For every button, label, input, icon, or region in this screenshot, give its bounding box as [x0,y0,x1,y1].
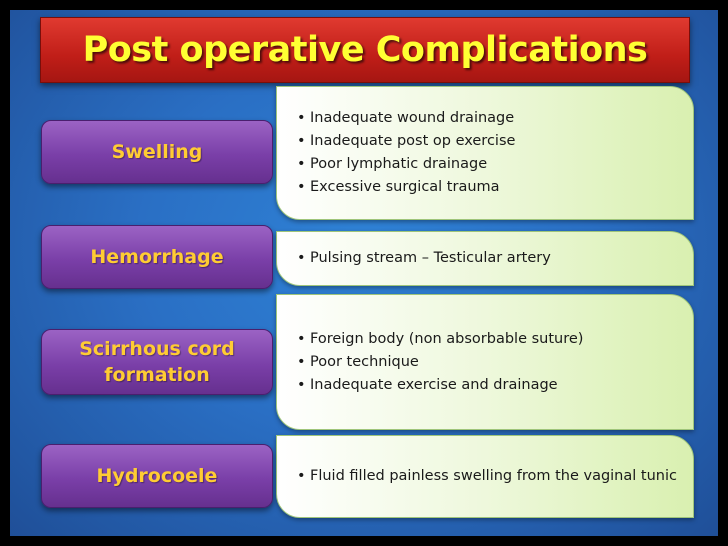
list-item: Pulsing stream – Testicular artery [297,247,551,270]
list-item: Poor technique [297,351,583,374]
bullet-list: Foreign body (non absorbable suture) Poo… [277,328,597,397]
slide-title: Post operative Complications [82,30,648,70]
row-hydrocoele-details: Fluid filled painless swelling from the … [276,435,694,518]
row-swelling-details: Inadequate wound drainage Inadequate pos… [276,86,694,220]
title-banner: Post operative Complications [40,17,690,83]
list-item: Excessive surgical trauma [297,176,515,199]
row-scirrhous-details: Foreign body (non absorbable suture) Poo… [276,294,694,430]
list-item: Fluid filled painless swelling from the … [297,465,677,488]
list-item: Inadequate exercise and drainage [297,374,583,397]
list-item: Inadequate post op exercise [297,130,515,153]
row-hydrocoele-label: Hydrocoele [41,444,273,508]
list-item: Foreign body (non absorbable suture) [297,328,583,351]
row-hemorrhage-label: Hemorrhage [41,225,273,289]
bullet-list: Fluid filled painless swelling from the … [277,465,691,488]
row-scirrhous-label: Scirrhous cord formation [41,329,273,395]
row-label: Hemorrhage [90,246,224,268]
bullet-list: Inadequate wound drainage Inadequate pos… [277,107,529,199]
list-item: Poor lymphatic drainage [297,153,515,176]
row-label: Swelling [111,141,203,163]
row-hemorrhage-details: Pulsing stream – Testicular artery [276,231,694,286]
list-item: Inadequate wound drainage [297,107,515,130]
row-label: Hydrocoele [96,465,218,487]
bullet-list: Pulsing stream – Testicular artery [277,247,565,270]
row-label: Scirrhous cord formation [79,338,235,386]
row-swelling-label: Swelling [41,120,273,184]
